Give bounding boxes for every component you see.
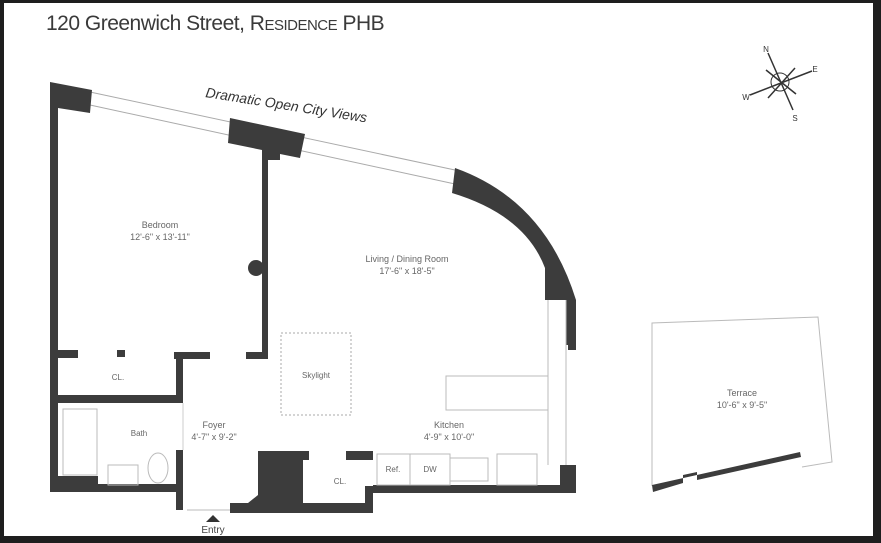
bedroom-size: 12'-6" x 13'-11" xyxy=(130,232,190,242)
entry-arrow-icon xyxy=(206,515,220,522)
foyer-label: Foyer xyxy=(202,420,225,430)
compass-east: E xyxy=(812,65,817,74)
ref-label: Ref. xyxy=(386,465,401,474)
plan-title: 120 Greenwich Street, Residence PHB xyxy=(46,12,384,35)
compass-south: S xyxy=(792,114,797,123)
compass-rose-icon: N E S W xyxy=(742,45,817,123)
terrace-size: 10'-6" x 9'-5" xyxy=(717,400,767,410)
terrace-label: Terrace xyxy=(727,388,757,398)
floor-plan-sheet: 120 Greenwich Street, Residence PHB Dram… xyxy=(4,3,873,536)
bath-label: Bath xyxy=(131,429,147,438)
closet-label: CL. xyxy=(112,373,124,382)
window-right xyxy=(547,300,567,465)
compass-north: N xyxy=(763,45,769,54)
kitchen-size: 4'-9" x 10'-0" xyxy=(424,432,474,442)
floor-plan: 120 Greenwich Street, Residence PHB Dram… xyxy=(46,12,833,536)
kitchen-label: Kitchen xyxy=(434,420,464,430)
bedroom-label: Bedroom xyxy=(142,220,179,230)
terrace: Terrace 10'-6" x 9'-5" xyxy=(651,316,833,492)
closet-label: CL. xyxy=(334,477,346,486)
view-note: Dramatic Open City Views xyxy=(205,84,369,125)
living-label: Living / Dining Room xyxy=(365,254,448,264)
skylight-label: Skylight xyxy=(302,371,331,380)
fixtures xyxy=(62,332,549,511)
dishwasher-label: DW xyxy=(423,465,437,474)
entry-label: Entry xyxy=(201,525,224,536)
living-size: 17'-6" x 18'-5" xyxy=(379,266,434,276)
compass-west: W xyxy=(742,93,750,102)
walls xyxy=(50,82,576,513)
foyer-size: 4'-7" x 9'-2" xyxy=(191,432,236,442)
